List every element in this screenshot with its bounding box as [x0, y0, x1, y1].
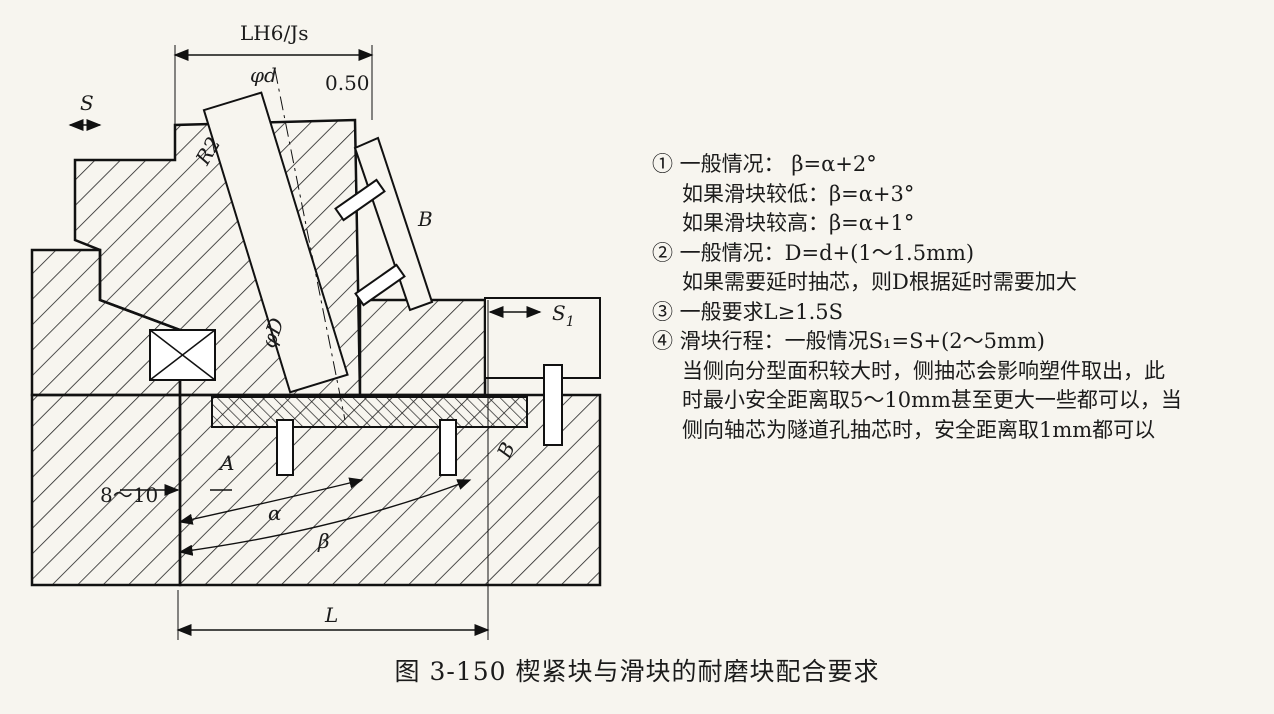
label-a: A — [218, 451, 234, 475]
label-b-upper: B — [417, 207, 433, 231]
note-4-detail-3: 侧向轴芯为隧道孔抽芯时，安全距离取1mm都可以 — [682, 417, 1156, 442]
label-lh6-js: LH6/Js — [240, 21, 308, 45]
note-4-stroke: ④ 滑块行程：一般情况S₁=S+(2～5mm) — [652, 329, 1045, 353]
slider-pocket — [484, 297, 601, 379]
label-l: L — [324, 603, 338, 627]
note-1-slider-high: 如果滑块较高：β=α+1° — [682, 211, 915, 235]
label-s: S — [80, 91, 94, 115]
label-s1: S1 — [552, 301, 575, 330]
stop-pin — [543, 364, 563, 446]
screw-middle — [354, 263, 406, 307]
label-alpha: α — [268, 501, 282, 525]
screw-lower-left — [276, 419, 294, 476]
screw-lower-right — [439, 419, 457, 476]
note-3-requirement: ③ 一般要求L≥1.5S — [652, 299, 843, 324]
wear-plate — [211, 396, 528, 428]
note-2-general: ② 一般情况：D=d+(1～1.5mm) — [652, 240, 975, 265]
label-gap: 0.50 — [325, 71, 370, 95]
note-1-slider-low: 如果滑块较低：β=α+3° — [682, 181, 915, 206]
label-phi-d: φd — [250, 63, 277, 87]
guide-pin-hole — [202, 91, 349, 394]
label-s1-subscript: 1 — [566, 314, 575, 330]
note-1-general: ① 一般情况： β=α+2° — [652, 152, 877, 176]
label-s1-letter: S — [552, 301, 566, 325]
label-beta: β — [317, 529, 330, 553]
note-4-detail-1: 当侧向分型面积较大时，侧抽芯会影响塑件取出，此 — [682, 358, 1165, 383]
note-2-delay: 如果需要延时抽芯，则D根据延时需要加大 — [682, 270, 1077, 294]
label-8-10: 8～10 — [100, 483, 158, 507]
figure-caption: 图 3-150 楔紧块与滑块的耐磨块配合要求 — [394, 657, 880, 686]
note-4-detail-2: 时最小安全距离取5～10mm甚至更大一些都可以，当 — [682, 388, 1182, 412]
screw-upper — [334, 178, 386, 222]
requirements-notes: ① 一般情况： β=α+2° 如果滑块较低：β=α+3° 如果滑块较高：β=α+… — [652, 150, 1262, 445]
